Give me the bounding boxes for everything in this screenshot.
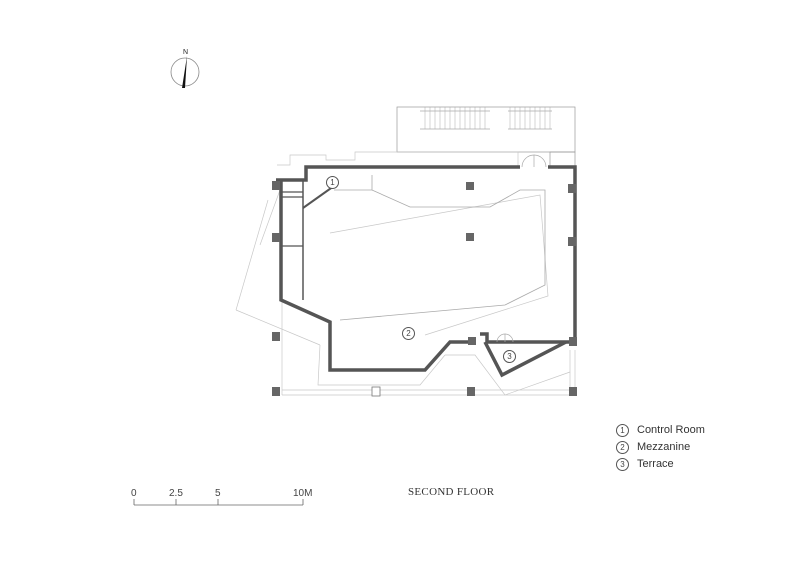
north-label: N: [183, 49, 189, 56]
legend-item: 3 Terrace: [616, 456, 705, 473]
stair-outline: [396, 106, 576, 168]
scale-tick-5: 5: [215, 488, 221, 499]
doors: [496, 154, 547, 343]
legend-number: 3: [616, 458, 629, 471]
room-tag-mezzanine: 2: [402, 327, 415, 340]
north-arrow-icon: [170, 56, 200, 88]
drawing-title: SECOND FLOOR: [408, 486, 495, 498]
room-legend: 1 Control Room 2 Mezzanine 3 Terrace: [616, 422, 705, 473]
scale-tick-10m: 10M: [293, 488, 313, 499]
scale-bar: [133, 499, 304, 506]
legend-label: Mezzanine: [637, 441, 691, 453]
scale-tick-2-5: 2.5: [169, 488, 183, 499]
columns: [272, 181, 577, 397]
walls: [276, 165, 577, 378]
legend-item: 1 Control Room: [616, 422, 705, 439]
legend-number: 1: [616, 424, 629, 437]
lower-floor-outline: [235, 151, 576, 396]
scale-tick-0: 0: [131, 488, 137, 499]
legend-number: 2: [616, 441, 629, 454]
legend-label: Terrace: [637, 458, 674, 470]
legend-item: 2 Mezzanine: [616, 439, 705, 456]
legend-label: Control Room: [637, 424, 705, 436]
room-tag-terrace: 3: [503, 350, 516, 363]
mezzanine-edge: [334, 175, 546, 321]
room-tag-control-room: 1: [326, 176, 339, 189]
